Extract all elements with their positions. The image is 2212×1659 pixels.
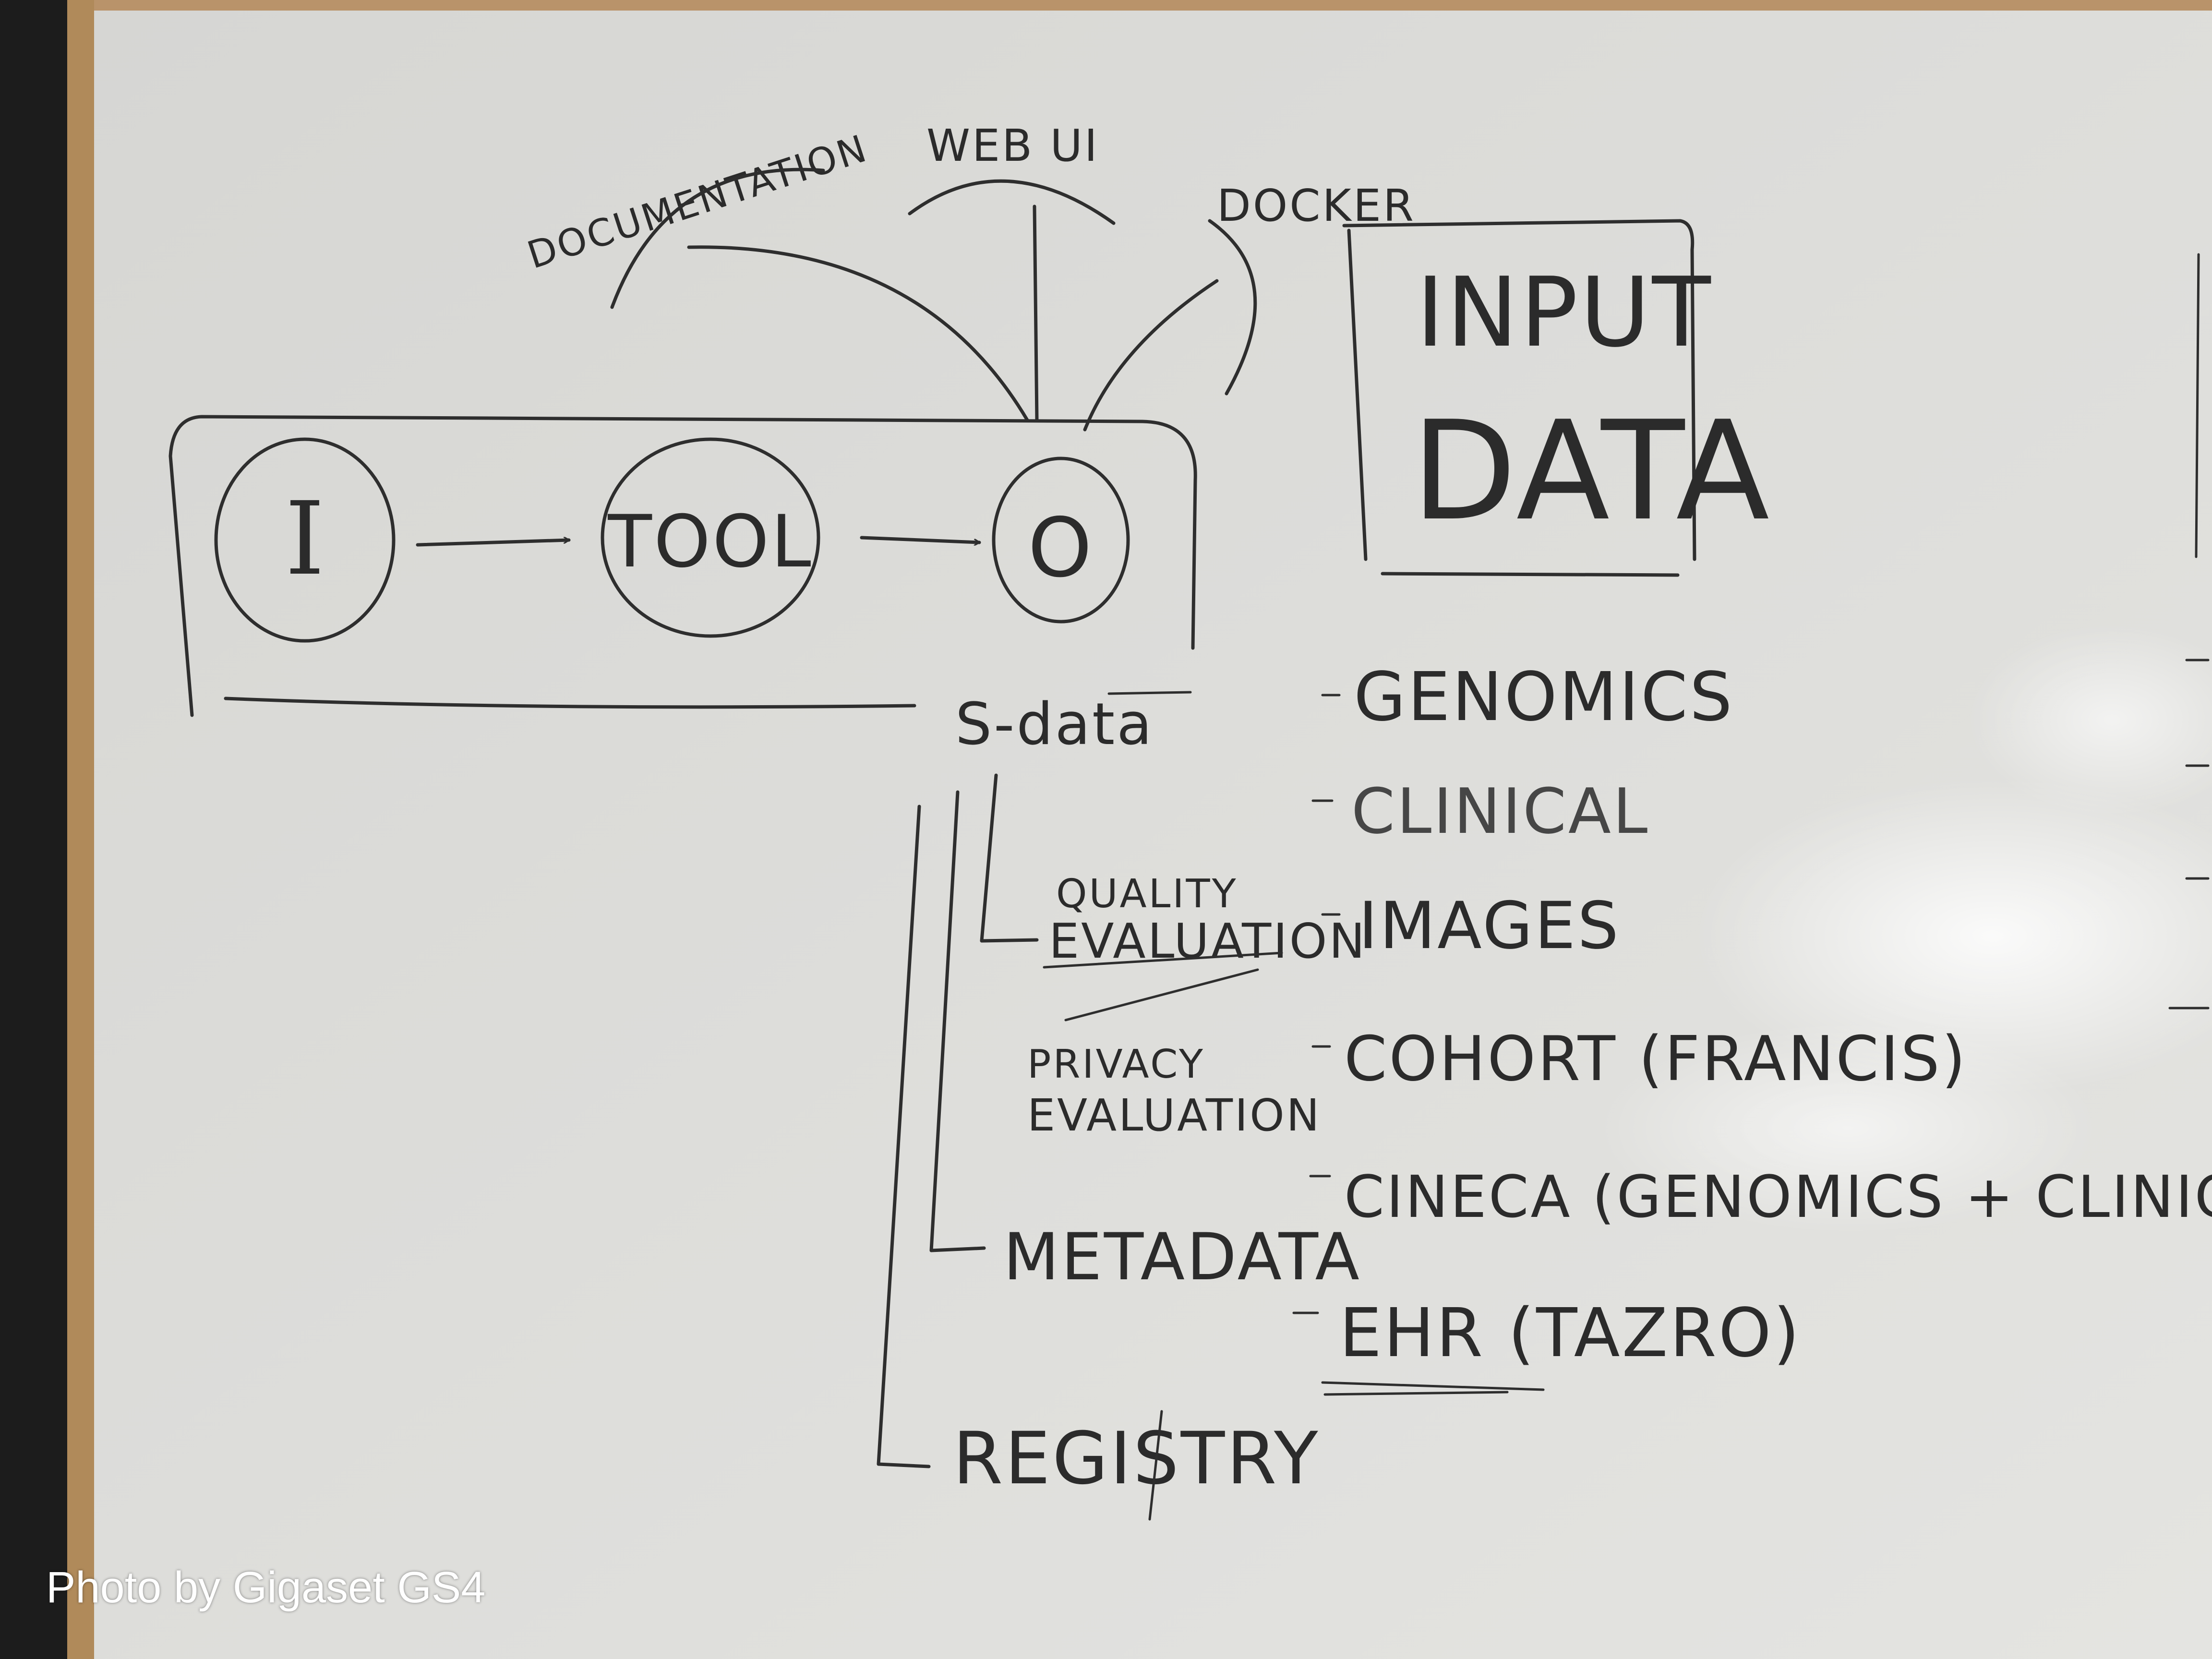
list-item: CLINICAL xyxy=(1351,775,1649,848)
arrow-tool-to-output xyxy=(860,536,981,542)
top-frame xyxy=(94,0,2212,11)
ehr-underline xyxy=(1321,1381,1545,1396)
tool-node-circle xyxy=(601,437,820,638)
registry-label: REGISTRY xyxy=(953,1417,1320,1501)
quality-label-line1: QUALITY xyxy=(1056,871,1238,917)
metadata-label: METADATA xyxy=(1003,1219,1361,1295)
registry-tail xyxy=(1148,1410,1163,1521)
light-glare xyxy=(1695,778,2212,1094)
input-data-box-bottom xyxy=(1381,572,1680,577)
web-ui-link xyxy=(1033,204,1039,422)
documentation-link xyxy=(687,245,1029,422)
list-item: GENOMICS xyxy=(1354,658,1734,736)
output-node-label: O xyxy=(1028,501,1094,596)
documentation-arc xyxy=(610,168,825,309)
list-item: IMAGES xyxy=(1358,888,1621,963)
list-item: COHORT (FRANCIS) xyxy=(1344,1023,1968,1095)
input-node-circle xyxy=(214,437,396,643)
branch-metadata xyxy=(929,790,986,1252)
branch-quality xyxy=(980,773,1039,943)
light-glare-3 xyxy=(1968,624,2212,816)
input-data-box xyxy=(1342,219,1696,561)
s-data-label: S-data xyxy=(955,691,1154,758)
data-list: GENOMICS CLINICAL IMAGES COHORT (FRANCIS… xyxy=(1292,658,2212,1396)
branch-registry xyxy=(877,805,931,1468)
privacy-label-line1: PRIVACY xyxy=(1027,1042,1205,1087)
left-dark-edge xyxy=(0,0,67,1659)
arrow-input-to-tool xyxy=(416,540,571,547)
docker-label: DOCKER xyxy=(1217,180,1416,231)
output-node-circle xyxy=(992,457,1130,624)
input-data-title-line2: DATA xyxy=(1411,392,1771,551)
input-node-label: I xyxy=(285,480,325,598)
docker-link xyxy=(1083,279,1219,432)
input-data-title-line1: INPUT xyxy=(1416,257,1713,369)
web-ui-label: WEB UI xyxy=(926,120,1099,171)
privacy-label-line2: EVALUATION xyxy=(1027,1090,1321,1141)
quality-label-line2: EVALUATION xyxy=(1049,913,1367,969)
right-edge-stroke xyxy=(2195,253,2200,558)
s-data-underline xyxy=(1107,691,1192,695)
pipeline-box-bottom xyxy=(224,697,916,709)
tool-node-label: TOOL xyxy=(607,500,813,584)
pipeline-box xyxy=(168,415,1197,717)
quality-underline xyxy=(1043,951,1283,969)
list-item: CINECA (GENOMICS + CLINICAL) xyxy=(1344,1164,2212,1231)
privacy-divider xyxy=(1064,968,1259,1022)
docker-arc xyxy=(1208,219,1257,396)
web-ui-arc xyxy=(908,179,1116,225)
photo-credit-watermark: Photo by Gigaset GS4 xyxy=(46,1563,486,1612)
light-glare-2 xyxy=(1599,1022,2098,1234)
list-item: EHR (TAZRO) xyxy=(1339,1294,1802,1372)
